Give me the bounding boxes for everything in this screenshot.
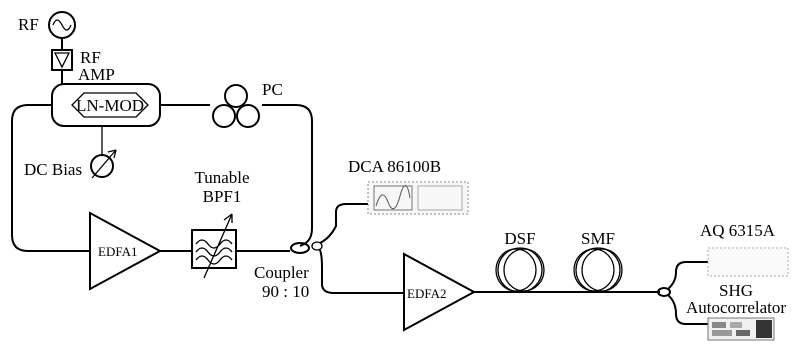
- coupler-to-aq-fiber: [667, 261, 708, 290]
- aq-label: AQ 6315A: [700, 221, 776, 240]
- edfa2-amplifier: [403, 252, 477, 332]
- edfa1-label: EDFA1: [98, 244, 137, 259]
- smf-label: SMF: [581, 229, 615, 248]
- ln-mod-label: LN-MOD: [76, 96, 144, 115]
- right-loop-fiber: [262, 104, 313, 247]
- dsf-fiber-coil: [495, 247, 545, 293]
- coupler-to-dca-fiber: [319, 203, 368, 244]
- left-loop-fiber: [11, 104, 90, 252]
- tunable-label-1: Tunable: [194, 168, 249, 187]
- smf-fiber-coil: [573, 247, 623, 293]
- dc-bias-label: DC Bias: [24, 160, 82, 179]
- rf-source-icon: [48, 11, 76, 39]
- shg-label-1: SHG: [719, 281, 753, 300]
- pc-label: PC: [262, 80, 283, 99]
- aq-analyzer-icon: [707, 247, 789, 277]
- dc-bias-icon: [90, 149, 117, 179]
- edfa2-label: EDFA2: [407, 286, 446, 301]
- rf-amp-label-1: RF: [80, 48, 101, 67]
- rf-amp-icon: [51, 49, 73, 71]
- dca-instrument-icon: [367, 181, 469, 215]
- shg-autocorrelator-icon: [707, 317, 775, 341]
- dca-label: DCA 86100B: [348, 157, 441, 176]
- coupler-label-2: 90 : 10: [262, 282, 309, 301]
- rf-amp-label-2: AMP: [78, 65, 115, 84]
- coupler-icon: [290, 241, 323, 254]
- pc-icon: [212, 84, 260, 128]
- tunable-label-2: BPF1: [203, 187, 242, 206]
- coupler-to-shg-fiber: [667, 294, 708, 325]
- dsf-label: DSF: [504, 229, 535, 248]
- edfa1-amplifier: [89, 211, 163, 291]
- coupler-label-1: Coupler: [254, 263, 309, 282]
- shg-label-2: Autocorrelator: [686, 298, 786, 317]
- bpf1-filter-icon: [191, 213, 237, 279]
- output-coupler-icon: [657, 287, 671, 297]
- rf-label: RF: [18, 15, 39, 34]
- coupler-to-edfa2-fiber: [319, 249, 404, 294]
